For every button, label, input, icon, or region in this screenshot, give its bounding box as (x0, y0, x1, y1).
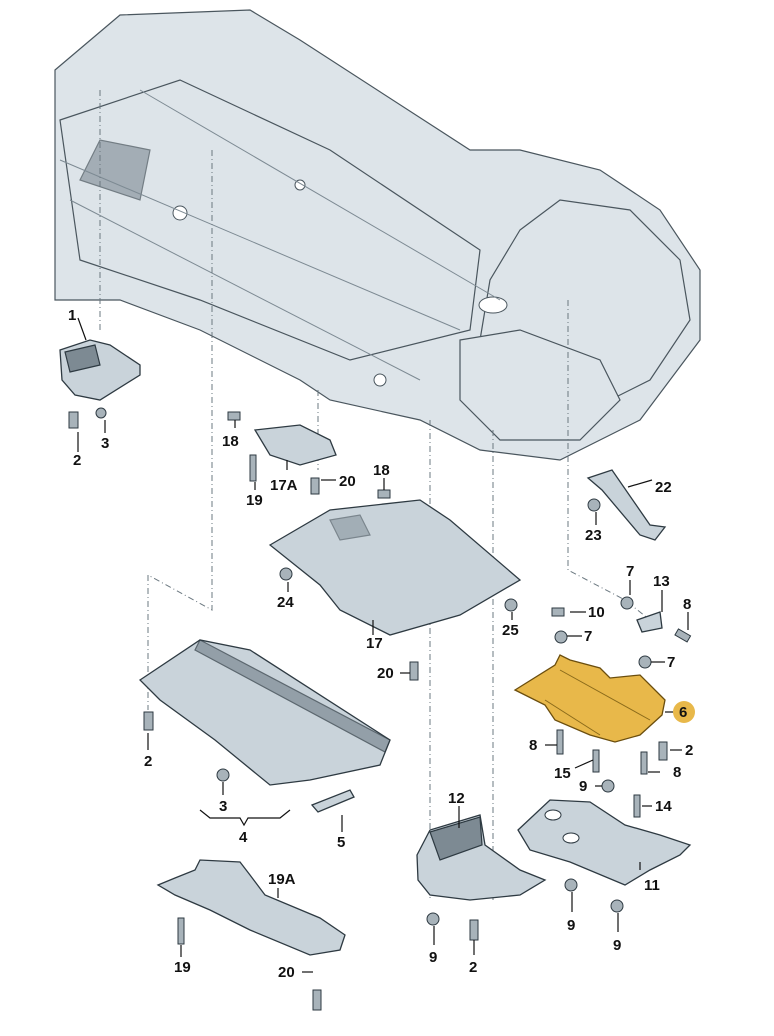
callout-8[interactable]: 8 (673, 764, 681, 781)
part-19A-panel[interactable] (156, 859, 346, 956)
callout-5[interactable]: 5 (337, 834, 345, 851)
clip-2b (658, 741, 668, 761)
callout-22[interactable]: 22 (655, 479, 672, 496)
brace-bracket-4 (199, 809, 291, 827)
clip-2c (143, 711, 154, 731)
callout-23[interactable]: 23 (585, 527, 602, 544)
nut-9a (601, 779, 615, 793)
callout-8[interactable]: 8 (683, 596, 691, 613)
part-22-brace[interactable] (586, 469, 667, 541)
callout-1[interactable]: 1 (68, 307, 76, 324)
part-17A-small-panel[interactable] (253, 424, 337, 466)
screw-14 (633, 794, 641, 818)
callout-9[interactable]: 9 (579, 778, 587, 795)
callout-12[interactable]: 12 (448, 790, 465, 807)
callout-7[interactable]: 7 (626, 563, 634, 580)
screw-8a (674, 628, 692, 643)
callout-19[interactable]: 19 (174, 959, 191, 976)
clip-20a (310, 477, 320, 495)
part-11-panel[interactable] (517, 799, 692, 886)
callout-8[interactable]: 8 (529, 737, 537, 754)
callout-9[interactable]: 9 (567, 917, 575, 934)
callout-2[interactable]: 2 (685, 742, 693, 759)
vehicle-underbody (54, 9, 701, 461)
part-12-panel[interactable] (416, 814, 547, 901)
fastener-2a (68, 411, 79, 429)
callout-20[interactable]: 20 (377, 665, 394, 682)
clip-20c (312, 989, 322, 1011)
callout-3[interactable]: 3 (219, 798, 227, 815)
callout-6[interactable]: 6 (679, 704, 687, 721)
screw-15 (592, 749, 600, 773)
callout-20[interactable]: 20 (339, 473, 356, 490)
callout-17A[interactable]: 17A (270, 477, 298, 494)
clip-10 (551, 607, 565, 617)
callout-18[interactable]: 18 (222, 433, 239, 450)
callout-14[interactable]: 14 (655, 798, 672, 815)
screw-19b (177, 917, 185, 945)
callout-25[interactable]: 25 (502, 622, 519, 639)
alignment-lines (99, 90, 651, 900)
callout-11[interactable]: 11 (644, 877, 660, 894)
leader-lines (77, 317, 689, 973)
screw-8c (640, 751, 648, 775)
clip-7a (620, 596, 634, 610)
nut-3b (216, 768, 230, 782)
part-6-rear-panel-highlighted[interactable] (513, 654, 666, 743)
callout-24[interactable]: 24 (277, 594, 294, 611)
callout-4[interactable]: 4 (239, 829, 248, 846)
part-1-front-bracket[interactable] (59, 339, 141, 401)
nut-9d (610, 899, 624, 913)
callout-2[interactable]: 2 (144, 753, 152, 770)
callout-19A[interactable]: 19A (268, 871, 296, 888)
nut-23 (587, 498, 601, 512)
callout-15[interactable]: 15 (554, 765, 571, 782)
part-17-center-panel[interactable] (268, 499, 522, 636)
part-13-bracket[interactable] (636, 611, 663, 633)
highlight-badge-6 (673, 701, 695, 723)
callout-13[interactable]: 13 (653, 573, 670, 590)
clip-18b (377, 489, 391, 499)
nut-24 (279, 567, 293, 581)
clip-18a (227, 411, 241, 421)
callout-7[interactable]: 7 (667, 654, 675, 671)
callout-7[interactable]: 7 (584, 628, 592, 645)
nut-25 (504, 598, 518, 612)
screw-19a (249, 454, 257, 482)
clip-7b (554, 630, 568, 644)
clip-2d (469, 919, 479, 941)
nut-9b (426, 912, 440, 926)
callout-labels: 1 2 3 18 19 17A 20 18 22 23 24 17 25 7 1… (68, 307, 693, 981)
fastener-3a (95, 407, 107, 419)
callout-17[interactable]: 17 (366, 635, 383, 652)
callout-3[interactable]: 3 (101, 435, 109, 452)
callout-20[interactable]: 20 (278, 964, 295, 981)
part-5-strip[interactable] (310, 789, 355, 813)
callout-9[interactable]: 9 (613, 937, 621, 954)
callout-10[interactable]: 10 (588, 604, 605, 621)
callout-2[interactable]: 2 (73, 452, 81, 469)
callout-18[interactable]: 18 (373, 462, 390, 479)
callout-2[interactable]: 2 (469, 959, 477, 976)
part-4-long-panel[interactable] (138, 639, 391, 786)
callout-19[interactable]: 19 (246, 492, 263, 509)
clip-20b (409, 661, 419, 681)
clip-7c (638, 655, 652, 669)
nut-9c (564, 878, 578, 892)
screw-8b (556, 729, 564, 755)
callout-9[interactable]: 9 (429, 949, 437, 966)
